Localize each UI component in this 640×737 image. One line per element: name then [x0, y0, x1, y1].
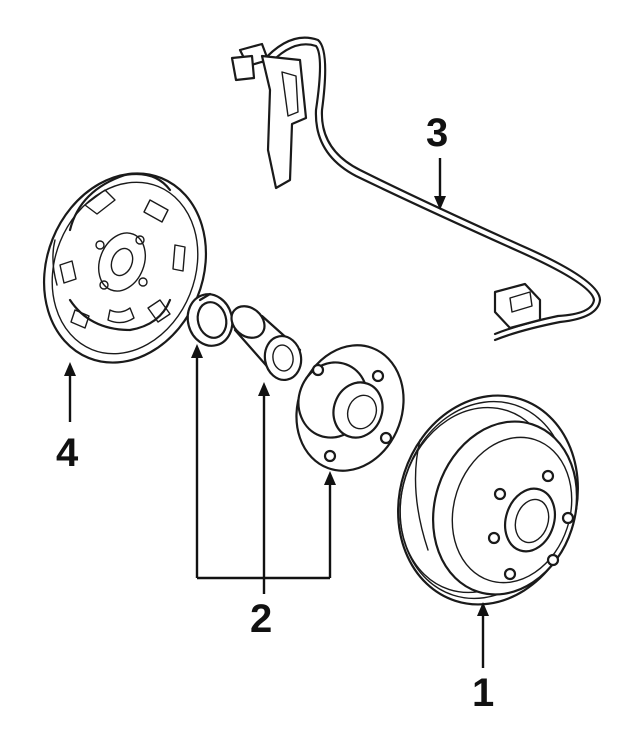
- callout-2: 2: [250, 597, 272, 641]
- abs-sensor-icon: [230, 36, 602, 342]
- drum-icon: [397, 394, 579, 606]
- callout-4: 4: [56, 431, 79, 475]
- leader-3: [434, 158, 446, 210]
- callout-1: 1: [472, 671, 494, 715]
- bearing-icon: [230, 305, 303, 381]
- hub-flange-icon: [295, 344, 405, 472]
- snap-ring-icon: [186, 292, 234, 347]
- callout-3: 3: [426, 111, 448, 155]
- leader-4: [64, 362, 76, 422]
- backing-plate-icon: [42, 172, 208, 364]
- leader-1: [477, 602, 489, 668]
- leader-2: [191, 344, 336, 594]
